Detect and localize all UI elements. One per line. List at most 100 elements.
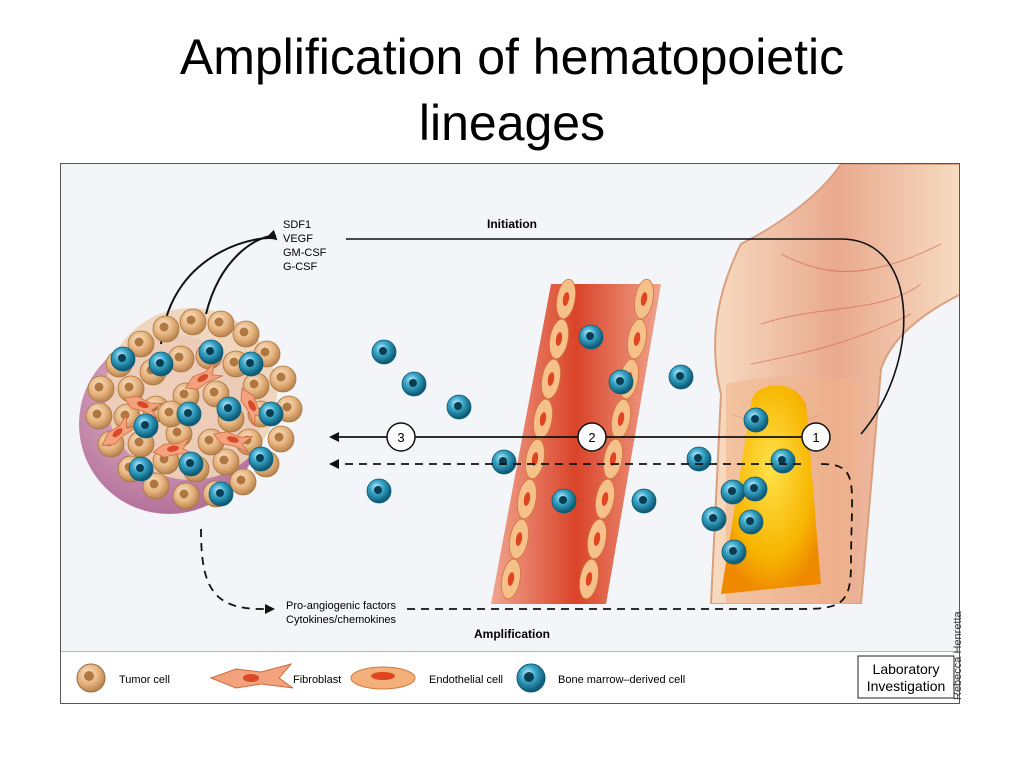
diagram-canvas: 3 2 1 SDF1 VEGF GM-CSF G-CSF Initiation … <box>61 164 959 703</box>
endothelial-cell <box>509 518 529 560</box>
tumor-cell <box>127 330 155 358</box>
endothelial-cell <box>587 518 607 560</box>
bone-marrow-derived-cell <box>208 481 234 507</box>
bone-marrow-derived-cell-nucleus <box>524 672 534 682</box>
fibroblast-nucleus <box>243 674 259 682</box>
factor-g-csf: G-CSF <box>283 261 318 273</box>
bone-marrow-derived-cell <box>128 456 154 482</box>
step-badge-2-label: 2 <box>588 430 595 445</box>
initiation-arrow-a <box>160 229 278 345</box>
bone-marrow-derived-cell <box>720 479 746 505</box>
bone-marrow-derived-cell <box>110 346 136 372</box>
step-badge-1: 1 <box>801 422 831 452</box>
initiation-line <box>346 238 905 435</box>
tumor-cell <box>152 315 180 343</box>
legend-item-tumor-cell: Tumor cell <box>76 663 170 693</box>
tumor-cell <box>85 402 113 430</box>
legend-label-bone-marrow-derived-cell: Bone marrow–derived cell <box>558 674 685 686</box>
bone-marrow-derived-cell <box>721 539 747 565</box>
endothelial-cell <box>525 438 545 480</box>
legend-strip <box>61 652 959 703</box>
initiation-arrow-b <box>205 234 277 315</box>
endothelial-cell <box>556 278 576 320</box>
bone-marrow-derived-cell <box>608 369 634 395</box>
journal-logo <box>857 655 955 699</box>
tumor-cell <box>242 372 270 400</box>
bone-marrow-derived-cell <box>366 478 392 504</box>
bone-marrow-derived-cell <box>701 506 727 532</box>
bone-marrow-derived-cell <box>238 351 264 377</box>
factor-pro-angiogenic: Pro-angiogenic factors <box>286 600 397 612</box>
amplification-arrow <box>200 528 275 614</box>
bone-marrow-derived-cell <box>176 401 202 427</box>
endothelial-cell <box>541 358 561 400</box>
bone-marrow-derived-cell <box>216 396 242 422</box>
fibroblast-cell <box>101 413 138 447</box>
slide-title-line-2: lineages <box>418 95 606 151</box>
tumor-cell <box>229 468 257 496</box>
bone-marrow-derived-cell <box>686 446 712 472</box>
bone-marrow-derived-cell <box>446 394 472 420</box>
bone-marrow-derived-cell <box>198 339 224 365</box>
endothelial-cell <box>611 398 631 440</box>
amplification-label: Amplification <box>474 627 550 641</box>
tumor-cell <box>157 400 185 428</box>
tumor-cell <box>87 375 115 403</box>
tumor-cell <box>142 472 170 500</box>
tumor-cell <box>267 425 295 453</box>
initiation-label: Initiation <box>487 217 537 231</box>
bone-marrow-derived-cell <box>491 449 517 475</box>
endothelial-cell <box>595 478 615 520</box>
endothelial-cell <box>501 558 521 600</box>
bone-marrow-derived-cell <box>178 451 204 477</box>
step-badge-3-label: 3 <box>397 430 404 445</box>
fibroblast-cell <box>152 436 194 458</box>
cell-layer <box>85 278 796 600</box>
tumor-cell <box>269 365 297 393</box>
tumor-cell-nucleus <box>84 671 94 681</box>
bone-marrow-derived-cell <box>148 351 174 377</box>
fibroblast-cell <box>123 395 164 420</box>
endothelial-cell <box>549 318 569 360</box>
factor-cytokines: Cytokines/chemokines <box>286 614 397 626</box>
journal-logo-line-1: Laboratory <box>873 661 940 677</box>
endothelial-cell <box>603 438 623 480</box>
endothelial-cell <box>634 278 654 320</box>
bone-marrow-derived-cell <box>743 407 769 433</box>
endothelial-cell-nucleus <box>371 672 395 680</box>
journal-logo-line-2: Investigation <box>867 678 946 694</box>
step-badge-1-label: 1 <box>812 430 819 445</box>
tumor-cell <box>212 448 240 476</box>
legend-item-endothelial-cell: Endothelial cell <box>350 666 503 690</box>
factor-gm-csf: GM-CSF <box>283 247 327 259</box>
legend-label-fibroblast: Fibroblast <box>293 674 341 686</box>
step-badge-3: 3 <box>386 422 416 452</box>
fibroblast-cell <box>184 360 224 390</box>
endothelial-cell <box>627 318 647 360</box>
step-badge-2: 2 <box>577 422 607 452</box>
tumor-cell <box>179 308 207 336</box>
legend-label-endothelial-cell: Endothelial cell <box>429 674 503 686</box>
illustrator-credit: Rebecca Henretta <box>952 611 964 700</box>
bone-marrow-derived-cell <box>371 339 397 365</box>
bone-marrow-derived-cell <box>742 476 768 502</box>
tumor-cell <box>232 320 260 348</box>
factor-sdf1: SDF1 <box>283 219 311 231</box>
bone-marrow-derived-cell <box>738 509 764 535</box>
legend-item-bone-marrow-derived-cell: Bone marrow–derived cell <box>516 663 685 693</box>
endothelial-cell <box>517 478 537 520</box>
legend-item-fibroblast: Fibroblast <box>209 663 341 689</box>
endothelial-cell <box>579 558 599 600</box>
endothelial-cell <box>533 398 553 440</box>
tumor-cell <box>172 482 200 510</box>
bone-marrow-derived-cell <box>578 324 604 350</box>
bone-marrow-derived-cell <box>668 364 694 390</box>
factor-vegf: VEGF <box>283 233 313 245</box>
bone-marrow-derived-cell <box>401 371 427 397</box>
bone-marrow-derived-cell <box>258 401 284 427</box>
legend-label-tumor-cell: Tumor cell <box>119 674 170 686</box>
figure-panel: 3 2 1 SDF1 VEGF GM-CSF G-CSF Initiation … <box>60 163 960 704</box>
fibroblast-cell <box>212 431 254 453</box>
slide-title: Amplification of hematopoietic lineages <box>0 24 1024 156</box>
bone-marrow-derived-cell <box>248 446 274 472</box>
